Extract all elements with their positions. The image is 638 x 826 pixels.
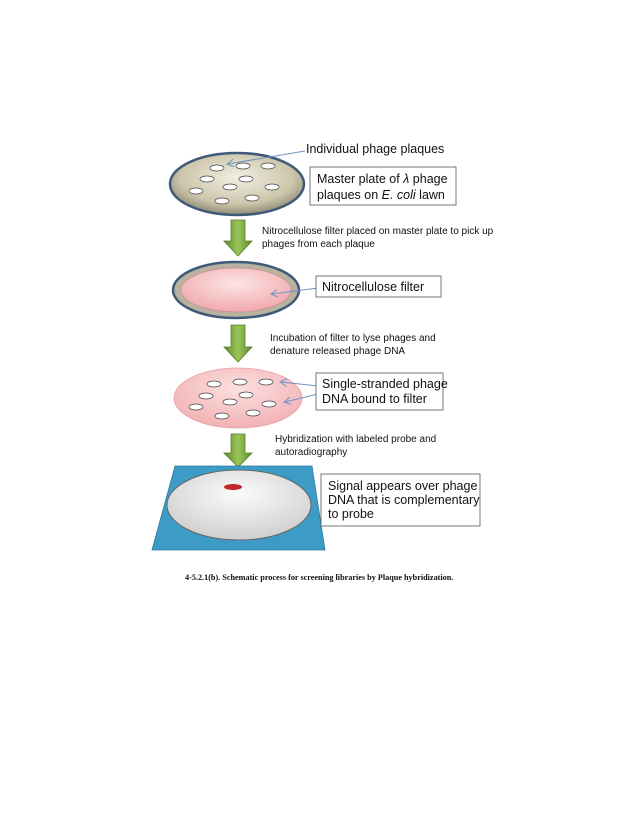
- dna-spot: [239, 392, 253, 398]
- plaque: [223, 184, 237, 190]
- master-plate-label-line1: Master plate of λ phage: [317, 172, 448, 186]
- dna-spot: [259, 379, 273, 385]
- dna-spot: [189, 404, 203, 410]
- down-arrow-icon: [224, 434, 252, 467]
- ssdna-label-line1: Single-stranded phage: [322, 377, 448, 391]
- down-arrow-icon: [224, 220, 252, 256]
- plaque: [239, 176, 253, 182]
- signal-label-line1: Signal appears over phage: [328, 479, 477, 493]
- dna-spot: [246, 410, 260, 416]
- plaque: [215, 198, 229, 204]
- plaque: [189, 188, 203, 194]
- plaque: [245, 195, 259, 201]
- dna-spot: [207, 381, 221, 387]
- dna-spot: [262, 401, 276, 407]
- master-plate-label-line2: plaques on E. coli lawn: [317, 188, 445, 202]
- step2-text-line2: denature released phage DNA: [270, 346, 405, 357]
- dna-spot: [223, 399, 237, 405]
- step1-text-line1: Nitrocellulose filter placed on master p…: [262, 226, 494, 237]
- step1-text-line2: phages from each plaque: [262, 239, 375, 250]
- down-arrow-icon: [224, 325, 252, 362]
- dna-spot: [233, 379, 247, 385]
- individual-plaques-label: Individual phage plaques: [306, 142, 444, 156]
- plaque: [265, 184, 279, 190]
- plaque: [236, 163, 250, 169]
- step3-text-line2: autoradiography: [275, 447, 347, 458]
- dna-spot: [215, 413, 229, 419]
- plaque: [261, 163, 275, 169]
- plaque: [210, 165, 224, 171]
- figure-caption: 4-5.2.1(b). Schematic process for screen…: [185, 573, 485, 582]
- step3-text-line1: Hybridization with labeled probe and: [275, 434, 436, 445]
- signal-label-line2: DNA that is complementary: [328, 493, 480, 507]
- step2-text-line1: Incubation of filter to lyse phages and: [270, 333, 436, 344]
- filter-on-plate: [173, 262, 299, 318]
- hybridization-signal: [224, 484, 242, 490]
- signal-label-line3: to probe: [328, 507, 374, 521]
- ssdna-label-line2: DNA bound to filter: [322, 392, 427, 406]
- filter-label: Nitrocellulose filter: [322, 280, 424, 294]
- ssdna-filter: [174, 368, 302, 428]
- dna-spot: [199, 393, 213, 399]
- plaque: [200, 176, 214, 182]
- film-filter: [167, 470, 311, 540]
- autoradiograph: [152, 466, 325, 550]
